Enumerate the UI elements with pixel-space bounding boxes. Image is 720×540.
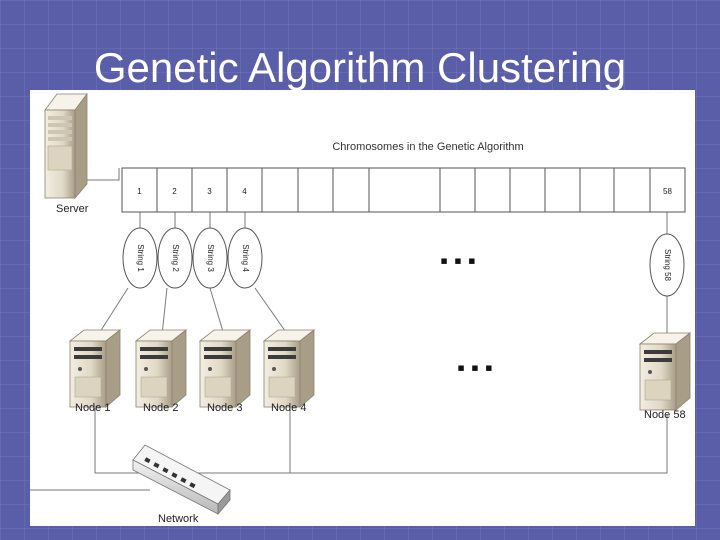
string-label: String 2 — [171, 244, 180, 272]
string2-node-link — [161, 287, 168, 336]
node-server-icon — [198, 329, 252, 408]
node-group: Node 1 Node 2 Node 3 Node 4 Node 58 — [68, 329, 692, 421]
string-label: String 1 — [136, 244, 145, 272]
chromosome-cell — [509, 167, 546, 213]
chromosome-bar: 1 2 3 4 58 — [121, 167, 686, 213]
chromosome-cell — [613, 167, 651, 213]
string-group: String 1 String 2 String 3 String 4 String 5… — [122, 227, 685, 297]
ellipsis-bottom: ▪ ▪ ▪ — [457, 355, 493, 380]
chromosome-cell-label: 1 — [137, 187, 142, 196]
node-label: Node 58 — [644, 409, 686, 421]
string-ellipse — [192, 227, 228, 289]
node-server-icon — [262, 329, 316, 408]
server-icon — [44, 92, 88, 200]
node-server-icon — [134, 329, 188, 408]
node-server-icon — [68, 329, 122, 408]
node-label: Node 4 — [271, 402, 306, 414]
string3-node-link — [209, 287, 225, 336]
node-label: Node 3 — [207, 402, 242, 414]
connection-lines — [30, 168, 668, 491]
node-label: Node 1 — [75, 402, 110, 414]
network-diagram: Chromosomes in the Genetic Algorithm 1 2 3… — [30, 92, 692, 525]
chromosome-cell — [191, 167, 228, 213]
chromosome-header: Chromosomes in the Genetic Algorithm — [332, 141, 523, 153]
string1-node-link — [97, 287, 129, 336]
chromosome-cell — [368, 167, 441, 213]
network-label: Network — [158, 513, 199, 525]
string4-node-link — [254, 287, 289, 336]
chromosome-cell — [332, 167, 370, 213]
string-label: String 4 — [241, 244, 250, 272]
chromosome-cell — [649, 167, 686, 213]
string-ellipse — [122, 227, 158, 289]
chromosome-cell-label: 3 — [207, 187, 212, 196]
string-ellipse — [157, 227, 193, 289]
chromosome-cell — [261, 167, 299, 213]
ellipsis-top: ▪ ▪ ▪ — [440, 248, 476, 273]
string-ellipse — [227, 227, 263, 289]
string-label: String 58 — [663, 249, 672, 282]
chromosome-cell — [579, 167, 615, 213]
server-label: Server — [56, 203, 89, 215]
string-ellipse — [649, 233, 685, 297]
chromosome-cell — [297, 167, 334, 213]
chromosome-cell — [226, 167, 263, 213]
slide-title: Genetic Algorithm Clustering — [93, 44, 627, 91]
diagram-canvas: Chromosomes in the Genetic Algorithm 1 2 3… — [30, 90, 695, 526]
node-server-icon — [638, 332, 692, 411]
chromosome-cell — [474, 167, 511, 213]
network-bus — [94, 408, 668, 474]
chromosome-cell-label: 58 — [663, 187, 672, 196]
chromosome-cell — [544, 167, 581, 213]
chromosome-cell — [156, 167, 193, 213]
chromosome-cell-label: 4 — [242, 187, 247, 196]
chromosome-cell-label: 2 — [172, 187, 177, 196]
network-switch-icon — [132, 444, 231, 516]
node-label: Node 2 — [143, 402, 178, 414]
chromosome-cell — [439, 167, 476, 213]
string-label: String 3 — [206, 244, 215, 272]
